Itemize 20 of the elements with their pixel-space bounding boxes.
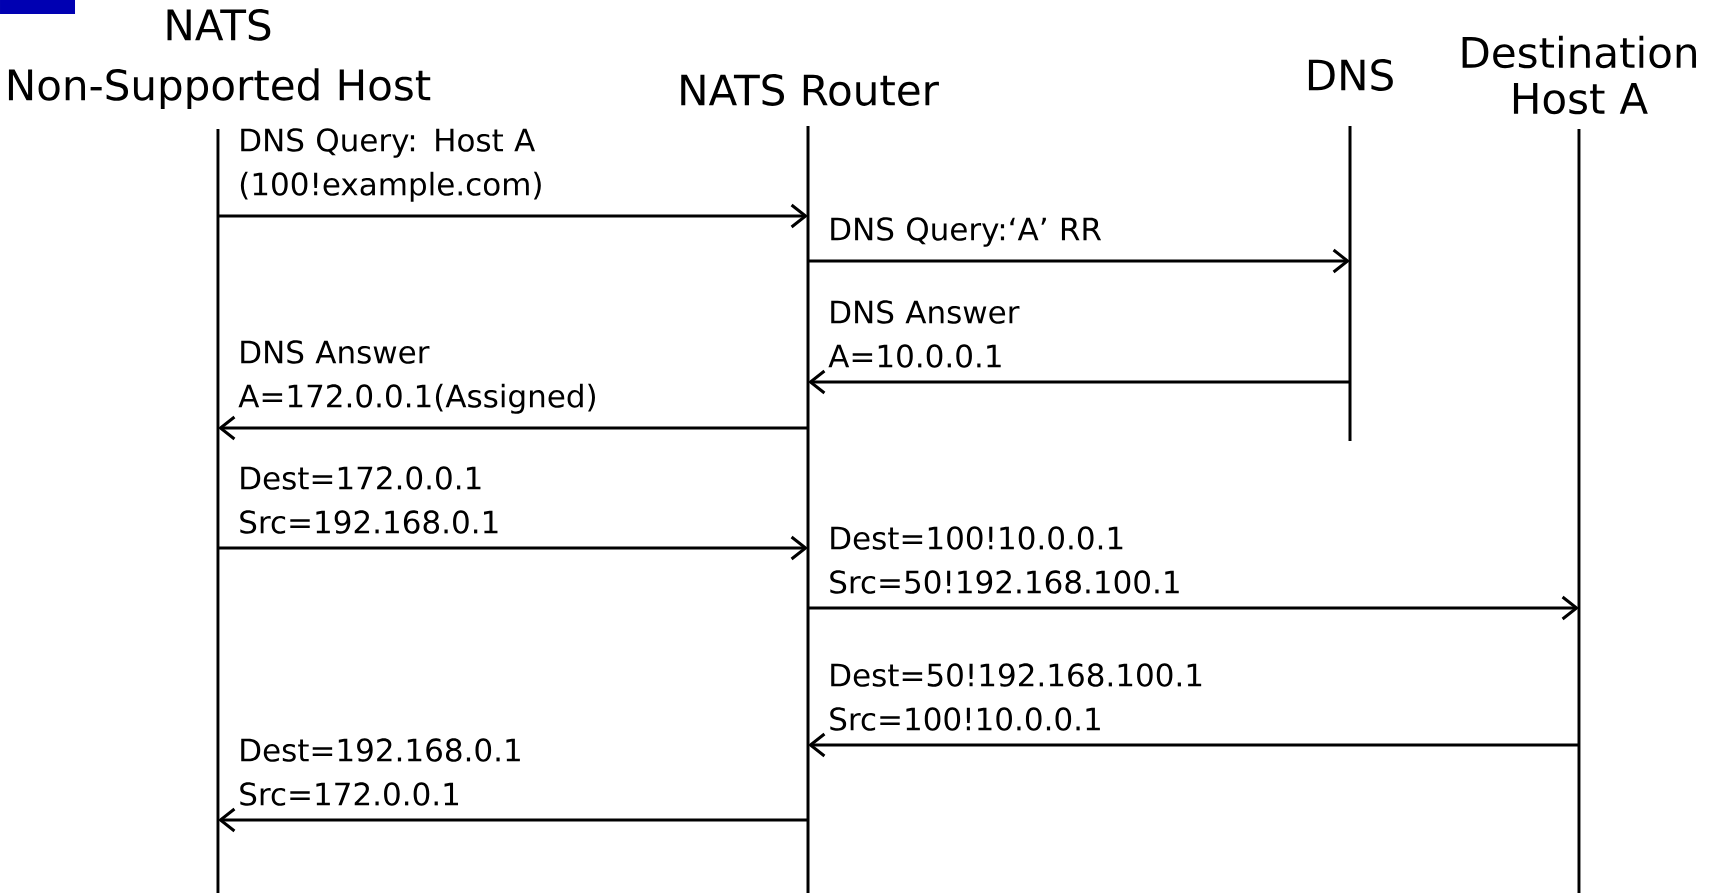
arrow xyxy=(218,415,808,441)
message-label: Dest=192.168.0.1 Src=172.0.0.1 xyxy=(240,738,520,806)
arrow xyxy=(218,203,808,229)
arrow xyxy=(808,248,1350,274)
arrow xyxy=(218,535,808,561)
lifeline-header: Destination Host A xyxy=(1462,35,1696,115)
message-label: Dest=172.0.0.1 Src=192.168.0.1 xyxy=(240,466,498,534)
lifeline-header: NATS Non-Supported Host xyxy=(8,9,431,109)
lifeline-header: DNS xyxy=(1308,59,1393,91)
arrow xyxy=(218,807,808,833)
message-label: DNS Answer A=10.0.0.1 xyxy=(828,300,1020,368)
message-label: Dest=50!192.168.100.1 Src=100!10.0.0.1 xyxy=(830,663,1202,731)
message-label: DNS Query: Host A (100!example.com) xyxy=(240,128,541,202)
message-label: Dest=100!10.0.0.1 Src=50!192.168.100.1 xyxy=(830,526,1179,594)
arrow xyxy=(808,369,1350,395)
arrow xyxy=(808,732,1579,758)
message-label: DNS Query:‘A’ RR xyxy=(831,217,1102,247)
message-label: DNS Answer A=172.0.0.1(Assigned) xyxy=(238,340,595,414)
arrow xyxy=(808,595,1579,621)
lifeline-header: NATS Router xyxy=(681,74,939,106)
